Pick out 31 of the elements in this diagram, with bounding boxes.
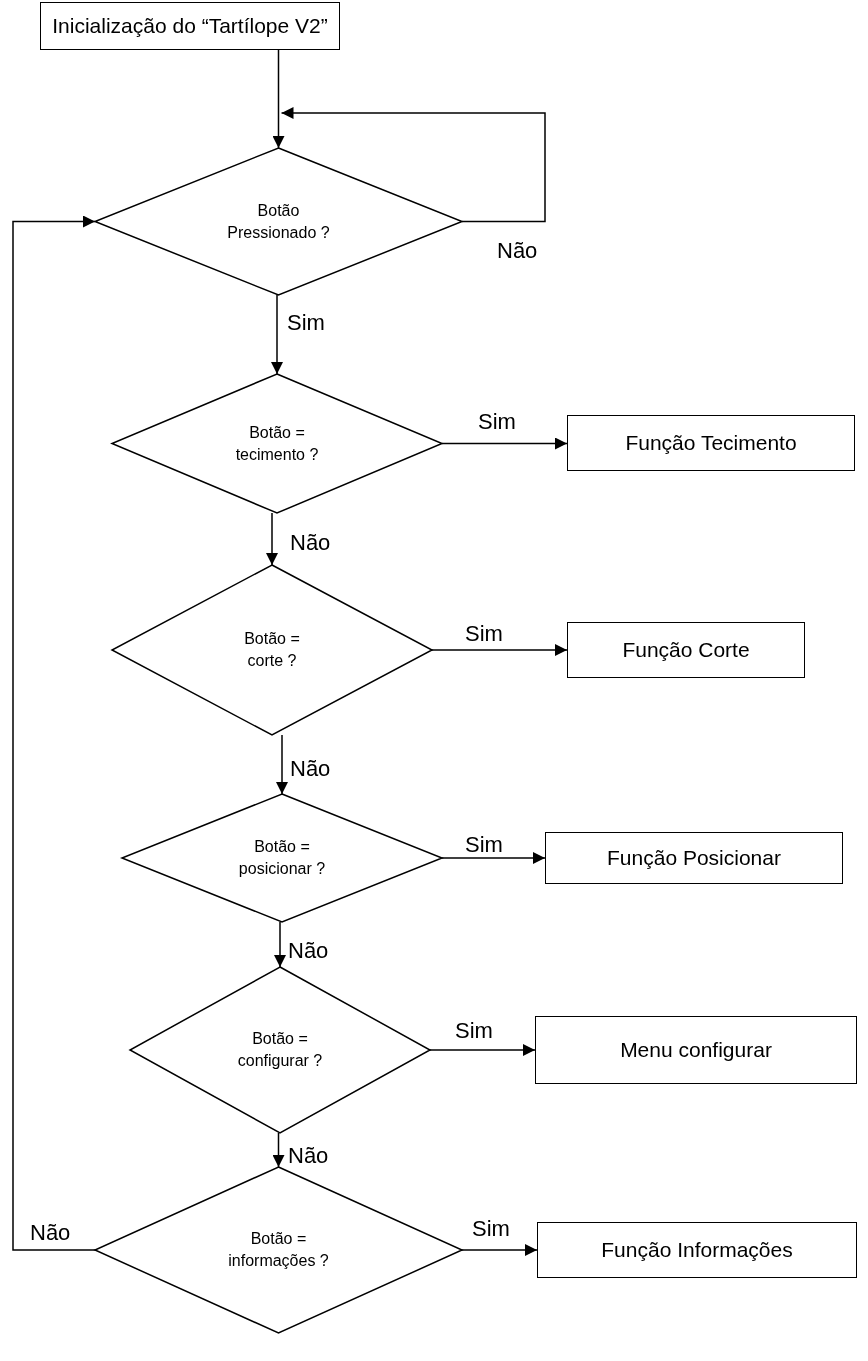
arrow <box>271 294 283 375</box>
arrow <box>280 107 546 223</box>
decision-diamond <box>112 374 442 513</box>
arrow <box>441 852 546 864</box>
process-box: Função Tecimento <box>567 415 855 471</box>
decision-text: Botão = informações ? <box>227 1229 330 1271</box>
decision-text: Botão Pressionado ? <box>226 200 331 243</box>
decision-diamond <box>122 794 442 922</box>
arrow <box>266 512 278 566</box>
process-box: Menu configurar <box>535 1016 857 1084</box>
arrow <box>274 921 286 968</box>
decision-diamond <box>112 565 432 735</box>
process-box: Inicialização do “Tartílope V2” <box>40 2 340 50</box>
decision-text: Botão = corte ? <box>243 629 301 671</box>
arrow <box>272 1132 285 1168</box>
arrow <box>272 49 285 149</box>
arrow <box>441 437 568 450</box>
decision-diamond <box>95 148 462 295</box>
arrow <box>429 1044 536 1056</box>
arrow <box>12 215 96 1251</box>
process-box: Função Informações <box>537 1222 857 1278</box>
decision-text: Botão = configurar ? <box>236 1029 324 1071</box>
decision-text: Botão = tecimento ? <box>234 422 320 465</box>
decision-text: Botão = posicionar ? <box>237 837 327 879</box>
arrow <box>276 734 288 795</box>
process-box: Função Posicionar <box>545 832 843 884</box>
arrow <box>431 644 568 656</box>
decision-diamond <box>130 967 430 1133</box>
arrow <box>461 1244 538 1256</box>
decision-diamond <box>95 1167 462 1333</box>
process-box: Função Corte <box>567 622 805 678</box>
